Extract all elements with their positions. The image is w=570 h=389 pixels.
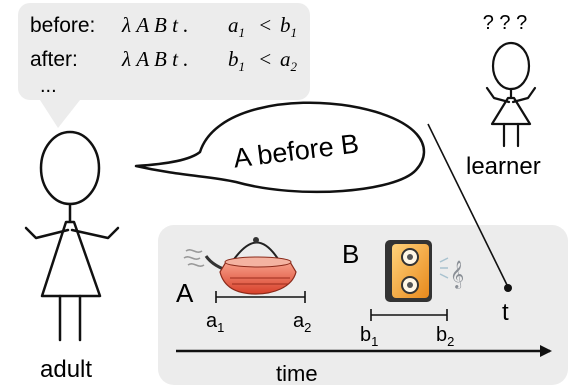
- after-label: after:: [30, 48, 78, 71]
- thought-line-after: after: λ A B t . b1 < a2: [30, 47, 298, 74]
- thought-line-before: before: λ A B t . a1 < b1: [30, 13, 297, 40]
- event-b-end-label: b2: [436, 324, 454, 349]
- learner-confusion: ? ? ?: [483, 12, 527, 34]
- learner-label: learner: [466, 153, 541, 180]
- thought-ellipsis: ...: [40, 75, 57, 97]
- adult-figure: [24, 130, 120, 342]
- before-left-term: a1: [228, 13, 245, 40]
- time-point-t-dot: [504, 284, 512, 292]
- after-right-term: a2: [280, 47, 298, 74]
- learner-head: [491, 41, 531, 91]
- event-b-letter: B: [342, 239, 359, 269]
- event-b-start-label: b1: [360, 324, 378, 349]
- before-lambda: λ A B t .: [121, 13, 188, 37]
- adult-label: adult: [40, 356, 92, 383]
- event-a-letter: A: [176, 278, 194, 308]
- event-a-interval: [215, 291, 306, 303]
- event-a-end-label: a2: [293, 310, 311, 335]
- after-operator: <: [258, 47, 272, 71]
- svg-text:𝄞: 𝄞: [450, 261, 464, 289]
- adult-body: [40, 220, 102, 298]
- before-label: before:: [30, 14, 95, 37]
- reference-pointer-line: [427, 123, 509, 288]
- learner-figure: [485, 41, 537, 148]
- time-point-t-label: t: [502, 299, 509, 326]
- adult-head: [39, 130, 101, 206]
- time-axis-label: time: [276, 361, 318, 386]
- before-right-term: b1: [280, 13, 297, 40]
- treble-clef-icon: 𝄞: [439, 257, 464, 289]
- learner-right-arm: [511, 86, 537, 104]
- adult-right-arm: [70, 226, 120, 240]
- adult-left-arm: [24, 226, 70, 240]
- speech-bubble: A before B: [134, 101, 426, 194]
- event-b-interval: [370, 309, 448, 321]
- learner-left-arm: [485, 86, 511, 104]
- kettle-icon: [183, 237, 297, 295]
- after-left-term: b1: [228, 47, 245, 74]
- event-a-start-label: a1: [206, 310, 224, 335]
- thought-bubble: [18, 3, 310, 128]
- before-operator: <: [258, 13, 272, 37]
- learner-body: [490, 96, 532, 126]
- after-lambda: λ A B t .: [121, 47, 188, 71]
- speaker-icon: [385, 240, 432, 302]
